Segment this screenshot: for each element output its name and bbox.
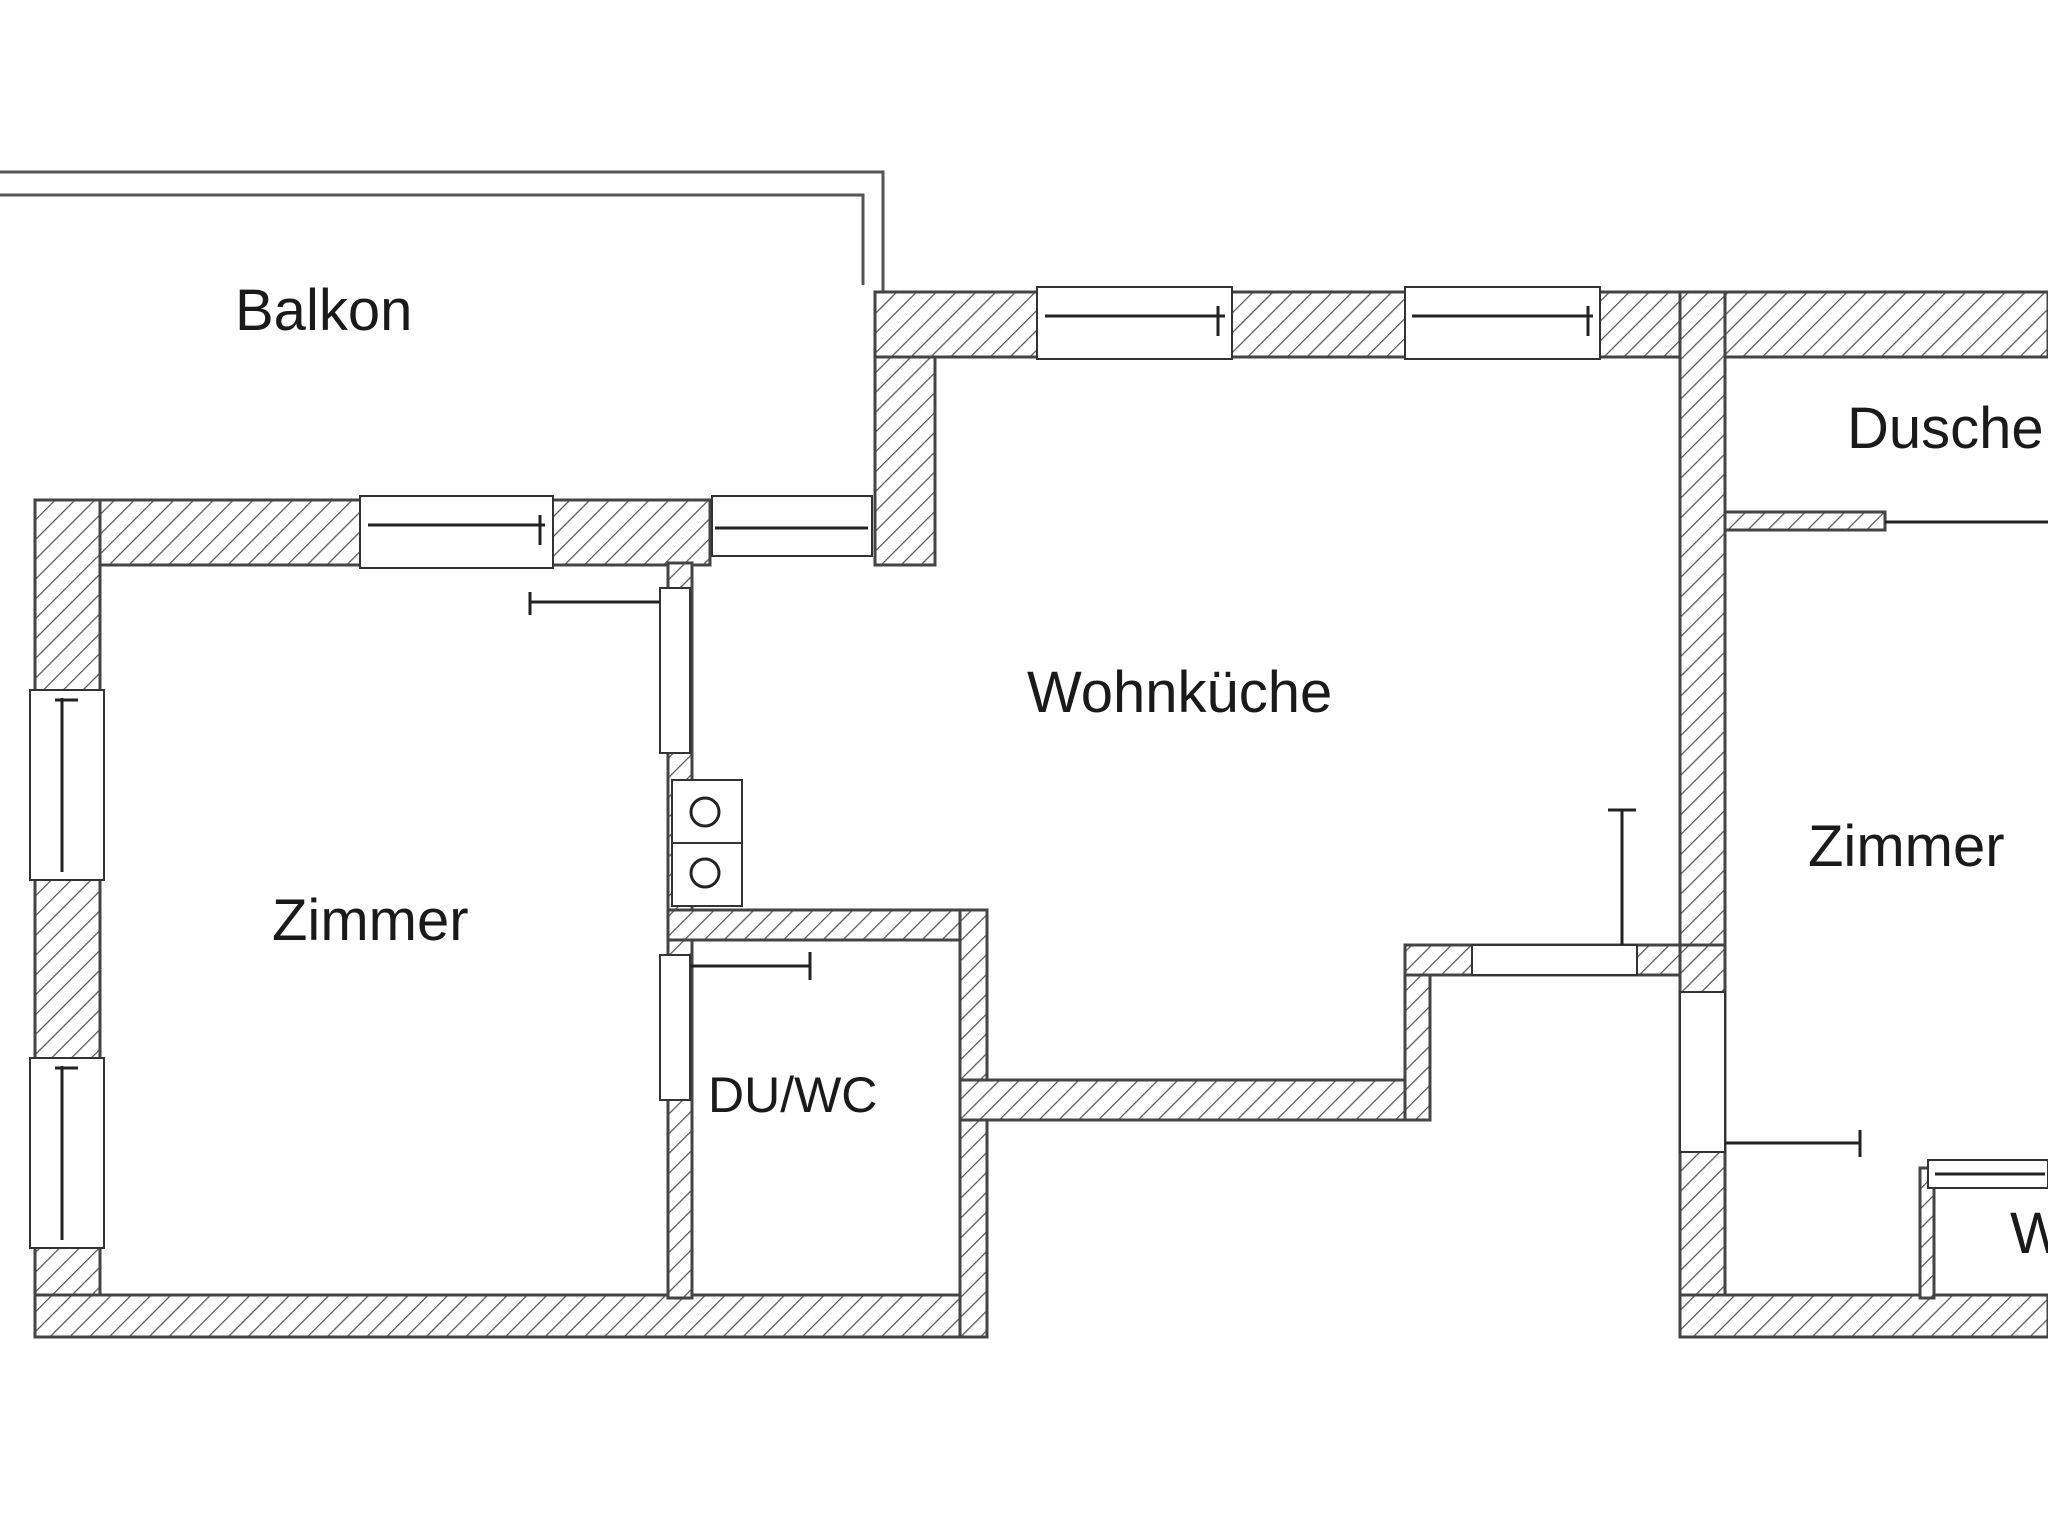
- room-label-dusche: Dusche: [1847, 396, 2044, 461]
- window-balcony-door: [711, 495, 873, 557]
- balcony-outline: [0, 170, 885, 300]
- wall-kitchen-bottom: [958, 1078, 1432, 1122]
- wall-kitchen-right: [1678, 290, 1727, 994]
- room-label-du-wc: DU/WC: [708, 1067, 877, 1123]
- room-labels: Balkon Zimmer Wohnküche DU/WC Dusche Zim…: [235, 278, 2048, 1266]
- window-kitchen-1: [1036, 286, 1233, 360]
- wall-right-bottom: [1678, 1293, 2048, 1339]
- room-label-wohnkueche: Wohnküche: [1027, 660, 1332, 725]
- wall-dusche-divider: [1723, 510, 1887, 532]
- window-left-side-2: [29, 1057, 105, 1249]
- room-label-zimmer-left: Zimmer: [272, 888, 469, 953]
- doors: [528, 587, 1862, 1157]
- burner-icon: [689, 857, 721, 889]
- window-left-side-1: [29, 689, 105, 881]
- door-zimmer-kitchen: [659, 587, 691, 754]
- door-kitchen-bottom: [1471, 944, 1638, 976]
- door-duwc: [659, 954, 691, 1101]
- window-left-top: [359, 495, 554, 569]
- stove: [671, 779, 743, 907]
- room-label-zimmer-right: Zimmer: [1808, 814, 2005, 879]
- room-label-w-partial: W: [2010, 1201, 2048, 1266]
- door-right-room: [1679, 991, 1726, 1153]
- wall-duwc-top: [666, 908, 988, 942]
- window-kitchen-2: [1404, 286, 1601, 360]
- wall-bottom-left: [33, 1293, 989, 1339]
- windows: [29, 286, 2048, 1249]
- walls: [33, 290, 2048, 1339]
- wall-duwc-right: [958, 908, 989, 1339]
- burner-icon: [689, 796, 721, 828]
- room-label-balkon: Balkon: [235, 278, 412, 343]
